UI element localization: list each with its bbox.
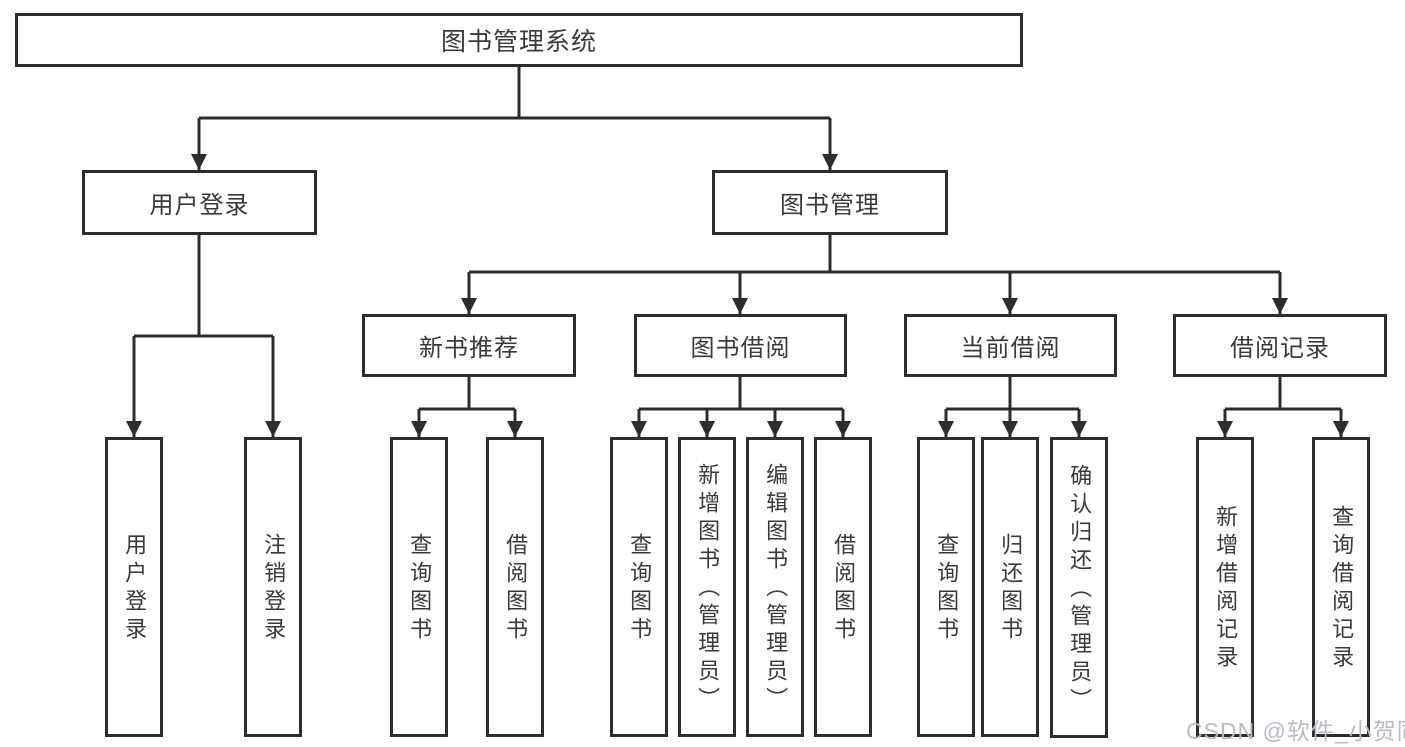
node-new-book-recommend: 新书推荐 — [362, 314, 576, 377]
leaf-recommend-query-books: 查询图书 — [390, 437, 448, 737]
leaf-borrow-borrow-books: 借阅图书 — [814, 437, 872, 737]
leaf-current-return-books: 归还图书 — [981, 437, 1039, 737]
connector-rails — [134, 67, 1341, 411]
leaf-recommend-borrow-books: 借阅图书 — [486, 437, 544, 737]
leaf-borrow-edit-books-admin: 编辑图书（管理员） — [746, 437, 804, 737]
node-root: 图书管理系统 — [15, 13, 1023, 67]
leaf-user-login: 用户登录 — [105, 437, 163, 737]
leaf-borrow-add-books-admin: 新增图书（管理员） — [678, 437, 736, 737]
node-current-borrow: 当前借阅 — [904, 314, 1117, 377]
leaf-current-query-books: 查询图书 — [917, 437, 975, 737]
leaf-current-confirm-return-admin: 确认归还（管理员） — [1050, 437, 1108, 738]
node-book-management: 图书管理 — [712, 170, 948, 235]
node-user-login: 用户登录 — [82, 170, 317, 235]
node-book-borrow: 图书借阅 — [634, 314, 847, 377]
leaf-records-add-record: 新增借阅记录 — [1196, 437, 1254, 737]
leaf-logout-login: 注销登录 — [244, 437, 302, 737]
leaf-borrow-query-books: 查询图书 — [610, 437, 668, 737]
csdn-watermark: CSDN @软件_小贺同学 — [1186, 718, 1405, 744]
node-borrow-records: 借阅记录 — [1173, 314, 1387, 377]
leaf-records-query-record: 查询借阅记录 — [1312, 437, 1370, 737]
